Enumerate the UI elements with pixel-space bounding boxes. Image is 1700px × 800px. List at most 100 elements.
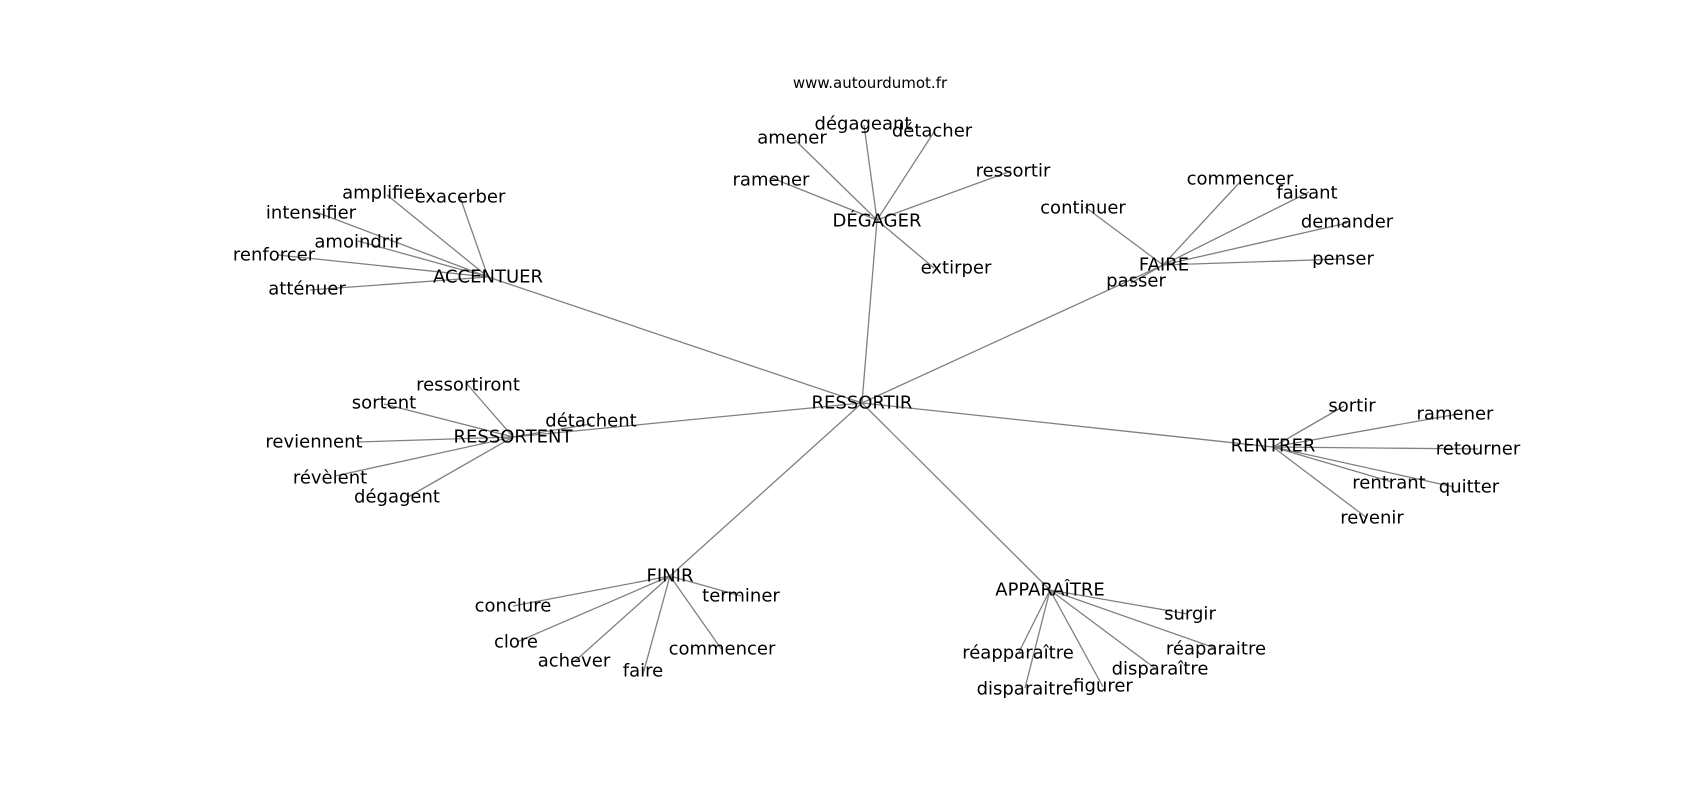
graph-edge	[315, 211, 489, 278]
graph-edges	[277, 124, 1479, 689]
graph-edge	[876, 170, 1012, 221]
hub-node-label: FINIR	[647, 566, 694, 587]
graph-edge	[1049, 589, 1216, 649]
leaf-node-label: disparaitre	[977, 679, 1074, 700]
graph-edge	[466, 383, 514, 438]
graph-edge	[1162, 191, 1310, 266]
graph-edge	[861, 264, 1164, 404]
leaf-node-label: figurer	[1073, 676, 1133, 697]
hub-node-label: DÉGAGER	[832, 210, 921, 232]
graph-edge	[861, 219, 878, 404]
graph-edge	[771, 177, 878, 221]
graph-edge	[334, 436, 514, 477]
leaf-node-label: dégageant	[815, 114, 912, 135]
leaf-node-label: continuer	[1040, 198, 1126, 219]
graph-edge	[669, 575, 742, 597]
hub-node-label: APPARAÎTRE	[995, 579, 1104, 601]
watermark-text: www.autourdumot.fr	[793, 74, 948, 92]
graph-edge	[876, 131, 935, 221]
graph-edge	[1272, 446, 1393, 483]
graph-labels: www.autourdumot.fr DÉGAGER dégageantamene…	[233, 74, 1521, 700]
hub-node-label: RENTRER	[1231, 436, 1316, 457]
leaf-node-label: terminer	[702, 586, 780, 607]
leaf-node-label: révèlent	[293, 468, 367, 489]
graph-edge	[1272, 405, 1345, 448]
leaf-node-label: reviennent	[265, 432, 362, 453]
hub-node-label: FAIRE	[1139, 255, 1189, 276]
graph-edge	[861, 402, 1274, 448]
graph-edge	[516, 575, 671, 643]
leaf-node-label: disparaître	[1112, 659, 1209, 680]
leaf-node-label: amener	[757, 128, 827, 149]
leaf-node-label: ramener	[1417, 404, 1495, 425]
leaf-node-label: ressortir	[976, 161, 1051, 182]
graph-edge	[1024, 589, 1051, 689]
graph-edge	[309, 276, 489, 291]
graph-edge	[512, 423, 592, 438]
graph-edge	[642, 575, 671, 675]
graph-edge	[386, 194, 489, 278]
leaf-node-label: penser	[1312, 249, 1374, 270]
leaf-node-label: clore	[494, 632, 538, 653]
leaf-node-label: sortent	[352, 393, 416, 414]
graph-edge	[357, 436, 514, 443]
leaf-node-label: détachent	[545, 411, 636, 432]
leaf-node-label: achever	[538, 651, 611, 672]
leaf-node-label: passer	[1106, 271, 1166, 292]
leaf-node-label: sortir	[1328, 396, 1376, 417]
leaf-node-label: commencer	[669, 639, 776, 660]
leaf-node-label: quitter	[1439, 477, 1500, 498]
leaf-node-label: intensifier	[266, 203, 357, 224]
graph-edge	[861, 402, 1051, 591]
graph-edge	[573, 575, 671, 663]
graph-edge	[1162, 222, 1348, 266]
leaf-node-label: amoindrir	[314, 232, 402, 253]
graph-edge	[383, 403, 514, 438]
leaf-node-label: dégagent	[354, 487, 440, 508]
graph-edge	[794, 139, 878, 221]
leaf-node-label: renforcer	[233, 245, 316, 266]
graph-edge	[1130, 264, 1164, 284]
hub-node-label: RESSORTENT	[454, 427, 574, 448]
leaf-node-label: faire	[623, 661, 663, 682]
hub-node-label: ACCENTUER	[433, 267, 543, 288]
graph-edge	[1049, 589, 1157, 670]
leaf-node-label: rentrant	[1352, 473, 1425, 494]
leaf-node-label: atténuer	[268, 279, 346, 300]
graph-edge	[407, 436, 514, 498]
leaf-node-label: réaparaitre	[1166, 639, 1266, 660]
graph-edge	[1018, 589, 1051, 653]
leaf-node-label: détacher	[892, 121, 973, 142]
graph-edge	[512, 402, 863, 438]
graph-edge	[1272, 446, 1368, 519]
leaf-node-label: extirper	[921, 258, 992, 279]
leaf-node-label: faisant	[1276, 183, 1337, 204]
graph-edge	[669, 575, 723, 651]
graph-edge	[669, 402, 863, 577]
leaf-node-label: retourner	[1436, 439, 1521, 460]
leaf-node-label: exacerber	[415, 187, 506, 208]
leaf-node-label: surgir	[1164, 604, 1216, 625]
graph-edge	[357, 240, 489, 278]
leaf-node-label: revenir	[1340, 508, 1404, 529]
graph-edge	[1162, 258, 1344, 266]
center-node-label: RESSORTIR	[812, 393, 913, 414]
graph-edge	[1272, 446, 1479, 450]
leaf-node-label: conclure	[475, 596, 552, 617]
graph-edge	[1272, 413, 1459, 448]
leaf-node-label: demander	[1301, 212, 1394, 233]
graph-edge	[1049, 589, 1104, 688]
graph-edge	[1084, 206, 1164, 266]
leaf-node-label: commencer	[1187, 169, 1294, 190]
graph-edge	[277, 254, 489, 278]
graph-edge	[459, 196, 489, 278]
graph-edge	[876, 219, 935, 269]
leaf-node-label: ressortiront	[416, 375, 520, 396]
leaf-node-label: réapparaître	[962, 643, 1074, 664]
leaf-node-label: amplifier	[342, 183, 422, 204]
graph-edge	[863, 124, 878, 221]
graph-edge	[1272, 446, 1455, 488]
graph-edge	[1162, 181, 1241, 266]
graph-edge	[487, 276, 863, 404]
